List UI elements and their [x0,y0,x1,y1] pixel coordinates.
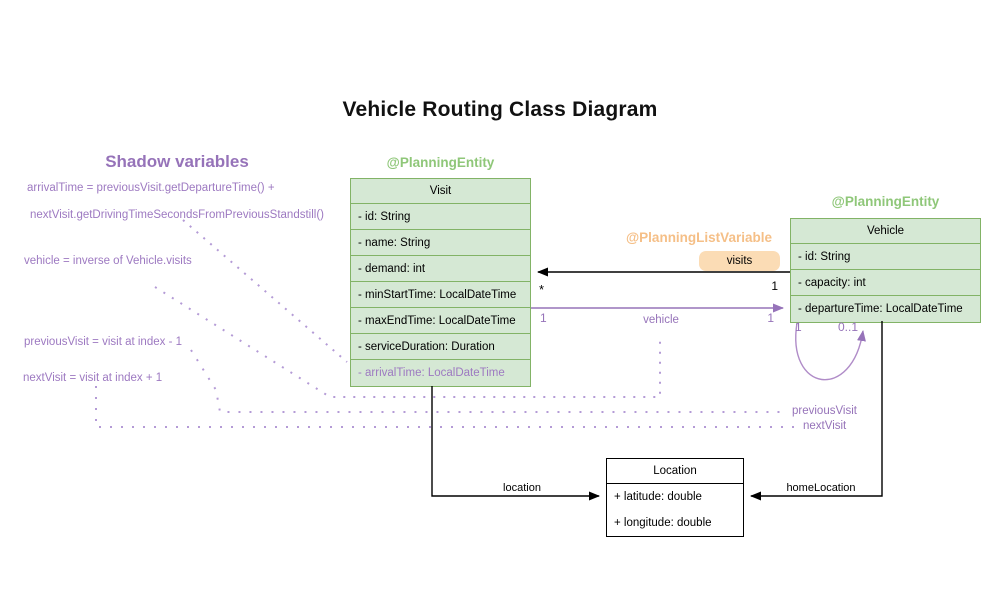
page-title: Vehicle Routing Class Diagram [342,98,658,121]
location-edge-label: location [503,482,541,494]
visit-class-box: Visit - id: String - name: String - dema… [350,178,531,387]
vehicle-planning-entity-annotation: @PlanningEntity [831,194,940,209]
visits-edge-label-badge: visits [699,251,780,271]
visit-field-name: - name: String [351,230,530,256]
dotted-link-nextvisit [95,386,799,428]
homelocation-edge-label: homeLocation [786,482,856,494]
visit-field-arrivaltime: - arrivalTime: LocalDateTime [358,367,505,379]
vehicle-class-title: Vehicle [791,219,980,244]
shadow-formula-vehicle: vehicle = inverse of Vehicle.visits [24,255,192,267]
vehicle-multiplicity-left: 1 [540,311,547,325]
self-loop-multiplicity-right: 0..1 [838,320,859,334]
visit-planning-entity-annotation: @PlanningEntity [386,155,495,170]
nextvisit-edge-label: nextVisit [803,420,847,432]
shadow-formula-previousvisit: previousVisit = visit at index - 1 [24,336,182,348]
visit-field-serviceduration: - serviceDuration: Duration [351,334,530,360]
visits-multiplicity-target: * [539,282,545,297]
location-field-latitude: + latitude: double [614,491,702,503]
shadow-formula-arrivaltime: arrivalTime = previousVisit.getDeparture… [27,182,275,194]
previousvisit-edge-label: previousVisit [792,405,857,417]
shadow-formula-nextvisit: nextVisit = visit at index + 1 [23,372,163,384]
self-loop-multiplicity-left: 1 [795,320,802,334]
location-field-longitude: + longitude: double [614,517,712,529]
vehicle-field-id: - id: String [791,244,980,270]
visits-multiplicity-source: 1 [771,279,778,293]
dotted-link-arrivaltime [182,219,348,363]
vehicle-class-box: Vehicle - id: String - capacity: int - d… [790,218,981,323]
location-edge [431,386,600,501]
location-class-box: Location + latitude: double + longitude:… [606,458,744,537]
vehicle-edge-label: vehicle [643,314,679,326]
visit-field-id: - id: String [351,204,530,230]
planning-list-variable-annotation: @PlanningListVariable [626,230,772,245]
visit-field-minstarttime: - minStartTime: LocalDateTime [351,282,530,308]
location-class-title: Location [607,459,743,484]
shadow-formula-drivingtime: nextVisit.getDrivingTimeSecondsFromPrevi… [30,209,324,221]
vehicle-multiplicity-right: 1 [767,311,774,325]
shadow-variables-heading: Shadow variables [105,152,249,171]
vehicle-field-capacity: - capacity: int [791,270,980,296]
vehicle-field-departuretime: - departureTime: LocalDateTime [798,303,963,315]
visit-class-title: Visit [351,179,530,204]
visit-field-maxendtime: - maxEndTime: LocalDateTime [351,308,530,334]
visit-field-demand: - demand: int [351,256,530,282]
